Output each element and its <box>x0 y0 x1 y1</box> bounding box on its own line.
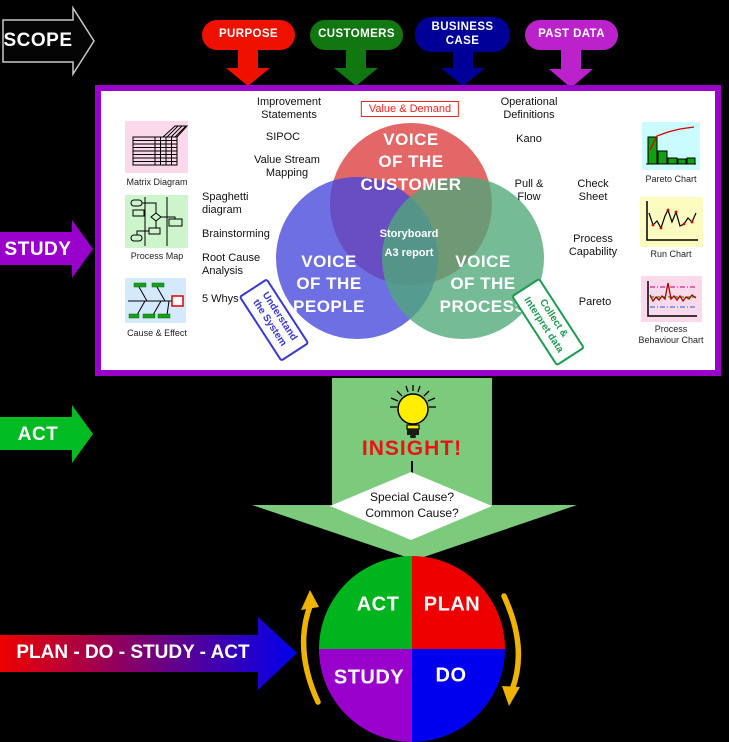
pdsa-gradient-arrow-shape <box>0 617 297 690</box>
lightbulb-icon <box>390 385 436 438</box>
past-data-down-arrow-icon <box>549 50 593 88</box>
pareto-chart-icon <box>642 122 700 170</box>
tool-pull-flow: Pull & Flow <box>514 178 544 203</box>
tool-sipoc: SIPOC <box>265 131 301 143</box>
pareto-chart-caption: Pareto Chart <box>645 174 697 184</box>
pdsa-plan-quadrant <box>412 556 505 649</box>
tool-root-cause-analysis: Root Cause Analysis <box>202 252 261 277</box>
act-arrow-shape <box>0 405 93 463</box>
study-toolbox-panel: VOICE OF THE CUSTOMER VOICE OF THE PEOPL… <box>95 85 721 376</box>
voice-of-people-title: VOICE OF THE PEOPLE <box>293 252 365 316</box>
matrix-diagram-icon <box>125 121 188 173</box>
tool-brainstorming: Brainstorming <box>202 228 270 240</box>
tool-improvement-statements: Improvement Statements <box>256 96 322 121</box>
cycle-arrow-right-icon <box>501 593 522 706</box>
value-demand-tag: Value & Demand <box>360 101 460 117</box>
tool-spaghetti-diagram: Spaghetti diagram <box>202 191 249 216</box>
process-behaviour-chart-icon <box>641 276 702 322</box>
pdsa-gradient-arrow-label: PLAN - DO - STUDY - ACT <box>16 642 250 663</box>
insight-label: INSIGHT! <box>361 437 463 460</box>
matrix-diagram-caption: Matrix Diagram <box>126 177 188 187</box>
voice-of-process-title: VOICE OF THE PROCESS <box>439 252 527 316</box>
voice-of-process-circle <box>382 177 544 339</box>
pdsa-act-label: ACT <box>356 593 400 616</box>
insight-flow-arrow <box>252 378 577 560</box>
cause-question: Special Cause? Common Cause? <box>332 490 492 522</box>
customers-button: CUSTOMERS <box>310 20 403 50</box>
purpose-down-arrow-icon <box>226 50 270 86</box>
pdsa-plan-label: PLAN <box>423 593 481 616</box>
cause-effect-icon <box>125 278 186 323</box>
study-arrow-label: STUDY <box>4 239 72 260</box>
collect-interpret-stamp: Collect & Interpret data <box>510 277 586 367</box>
tool-5-whys: 5 Whys <box>202 293 239 305</box>
voice-of-customer-title: VOICE OF THE CUSTOMER <box>360 130 462 194</box>
venn-center-labels: Storyboard A3 report <box>339 228 479 259</box>
tool-value-stream-mapping: Value Stream Mapping <box>254 154 320 179</box>
common-cause-line: Common Cause? <box>365 505 459 520</box>
pdsa-study-quadrant <box>319 649 412 742</box>
pdsa-study-label: STUDY <box>333 666 405 689</box>
scope-arrow-label: SCOPE <box>3 30 73 51</box>
purpose-button: PURPOSE <box>202 20 295 50</box>
storyboard-label: Storyboard <box>379 228 439 240</box>
pdsa-act-quadrant <box>319 556 412 649</box>
business-case-button: BUSINESS CASE <box>415 17 510 52</box>
cause-effect-caption: Cause & Effect <box>127 328 187 338</box>
scope-arrow-shape <box>2 5 95 77</box>
process-map-caption: Process Map <box>130 251 184 261</box>
tool-operational-definitions: Operational Definitions <box>500 96 558 121</box>
tool-process-capability: Process Capability <box>568 233 618 258</box>
decision-diamond <box>330 472 492 540</box>
tool-pareto: Pareto <box>578 296 612 308</box>
study-arrow-shape <box>0 220 93 278</box>
past-data-button: PAST DATA <box>525 20 618 50</box>
run-chart-icon <box>640 197 703 247</box>
tool-kano: Kano <box>516 133 542 145</box>
pdsa-do-label: DO <box>435 664 467 687</box>
tool-check-sheet: Check Sheet <box>577 178 609 203</box>
a3-report-label: A3 report <box>384 247 434 259</box>
run-chart-caption: Run Chart <box>650 249 692 259</box>
process-map-icon <box>125 195 188 248</box>
special-cause-line: Special Cause? <box>369 490 455 504</box>
customers-down-arrow-icon <box>334 50 378 86</box>
act-arrow-label: ACT <box>17 424 59 445</box>
process-behaviour-chart-caption: Process Behaviour Chart <box>638 324 704 345</box>
cycle-arrow-left-icon <box>300 590 321 705</box>
pdsa-do-quadrant <box>412 649 505 742</box>
business-case-down-arrow-icon <box>441 52 485 86</box>
pdsa-cycle-wheel <box>319 556 505 742</box>
